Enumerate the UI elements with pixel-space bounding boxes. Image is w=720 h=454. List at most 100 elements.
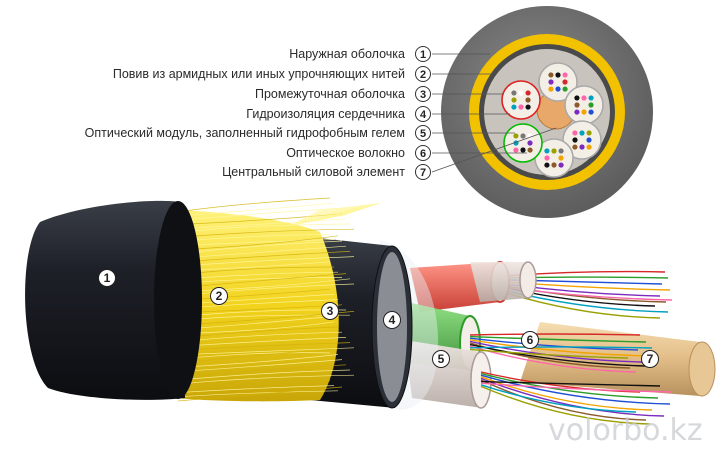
legend-number-circle	[415, 145, 431, 161]
part-badge-5: 5	[438, 352, 445, 366]
optical-fiber	[469, 343, 649, 367]
fiber-dot	[548, 86, 554, 92]
fiber-dot	[586, 144, 592, 150]
fiber-dot	[520, 147, 526, 153]
part-badge-7: 7	[647, 352, 654, 366]
legend-number-5: 5	[420, 128, 426, 140]
legend-number-circle	[415, 106, 431, 122]
fiber-dot	[558, 155, 564, 161]
yarn-strand	[177, 218, 347, 230]
outer-sheath	[25, 200, 202, 400]
optical-fiber	[480, 382, 673, 393]
yarn-strand	[177, 354, 339, 368]
cable-cross-section	[441, 6, 653, 218]
part-badge-circle	[98, 269, 116, 287]
yarn-strand	[316, 206, 352, 221]
module-section	[538, 62, 578, 102]
fiber-dot	[511, 104, 517, 110]
fiber-dot	[572, 144, 578, 150]
fiber-dot	[527, 147, 533, 153]
leader-lines	[431, 53, 557, 173]
optical-fiber	[480, 380, 661, 387]
fiber-dot	[572, 137, 578, 143]
optical-fiber	[480, 376, 653, 411]
legend-label-2: Повив из армидных или иных упрочняющих н…	[113, 67, 405, 81]
fiber-dot	[574, 102, 580, 108]
yarn-strand	[331, 204, 370, 218]
fiber-dot	[525, 97, 531, 103]
fiber-dot	[518, 104, 524, 110]
yarn-strand	[177, 347, 355, 356]
yarn-strand	[177, 359, 343, 372]
part-badge-3: 3	[327, 304, 334, 318]
fiber-dot	[588, 109, 594, 115]
optical-fiber	[480, 374, 671, 405]
legend-number-7: 7	[420, 167, 426, 179]
optical-fiber	[469, 346, 653, 349]
module-section	[562, 120, 602, 160]
yarn-strand	[322, 205, 359, 220]
legend-label-3: Промежуточная оболочка	[255, 87, 405, 101]
watermark: volorbo.kz	[548, 413, 703, 448]
legend-number-2: 2	[420, 69, 426, 81]
legend-number-circle	[415, 125, 431, 141]
legend-number-3: 3	[420, 89, 426, 101]
optical-fiber	[480, 379, 647, 421]
legend-number-4: 4	[420, 109, 427, 121]
aramid-yarn-layer	[175, 197, 380, 402]
yarn-strand	[325, 204, 363, 220]
optical-fiber	[469, 348, 629, 359]
fiber-dot	[551, 148, 557, 154]
part-badge-circle	[521, 331, 539, 349]
legend-number-6: 6	[420, 148, 426, 160]
yarn-strand	[301, 208, 335, 224]
part-badge-6: 6	[527, 333, 534, 347]
yarn-strand	[177, 386, 343, 402]
part-badge-1: 1	[104, 271, 111, 285]
optical-fiber	[469, 335, 647, 343]
fiber-dot	[511, 90, 517, 96]
yarn-strand	[310, 206, 345, 223]
yarn-strand	[295, 208, 328, 226]
yarn-strand	[292, 209, 324, 226]
legend-number-circle	[415, 164, 431, 180]
fiber-dot	[527, 140, 533, 146]
module-section	[503, 123, 543, 163]
part-badge-circle	[321, 302, 339, 320]
fiber-dot	[574, 95, 580, 101]
part-badge-4: 4	[389, 313, 396, 327]
optical-fiber	[469, 337, 639, 351]
fiber-dot	[562, 86, 568, 92]
fiber-dot	[572, 130, 578, 136]
fiber-dot	[581, 95, 587, 101]
optical-fiber	[469, 339, 651, 357]
yarn-strand	[177, 245, 347, 259]
yarn-strand	[177, 385, 335, 393]
yarn-strand	[177, 321, 335, 335]
optical-fiber	[480, 384, 637, 413]
yarn-strand	[177, 197, 331, 213]
legend-number-circle	[415, 66, 431, 82]
fiber-dot	[555, 72, 561, 78]
fiber-dot	[588, 95, 594, 101]
part-badge-circle	[432, 350, 450, 368]
fiber-dot	[579, 130, 585, 136]
module-section	[564, 85, 604, 125]
fiber-dot	[527, 133, 533, 139]
yarn-strand	[177, 374, 355, 385]
fiber-dot	[518, 90, 524, 96]
yarn-strand	[337, 203, 377, 217]
yarn-strand	[319, 205, 356, 221]
legend-label-6: Оптическое волокно	[286, 146, 405, 160]
module-section	[501, 80, 541, 120]
optical-modules-section	[501, 62, 604, 178]
fiber-dot	[558, 148, 564, 154]
legend-number-circle	[415, 86, 431, 102]
part-badge-2: 2	[216, 289, 223, 303]
legend-label-1: Наружная оболочка	[289, 47, 405, 61]
yarn-strand	[177, 228, 355, 238]
yarn-strand	[177, 288, 331, 301]
legend-label-7: Центральный силовой элемент	[222, 165, 405, 179]
